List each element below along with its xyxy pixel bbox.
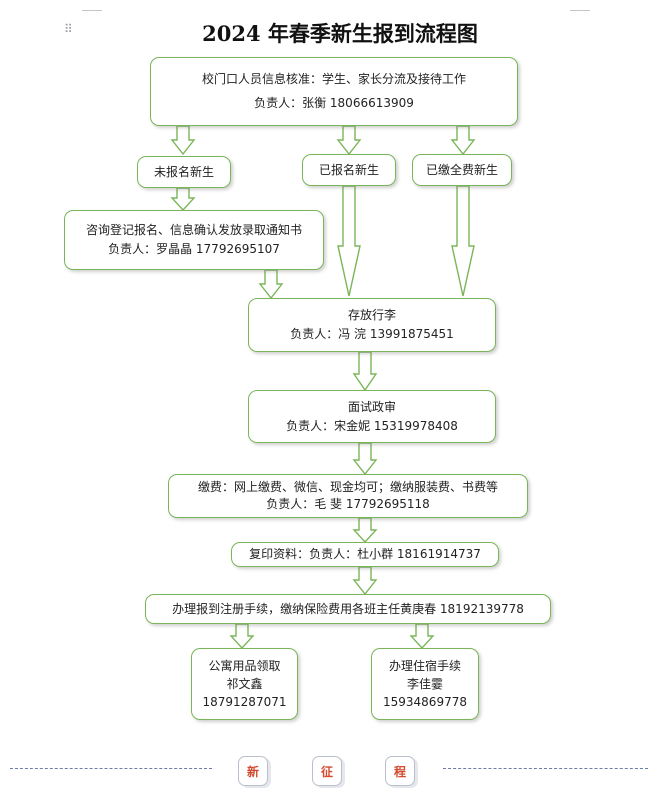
step-owner: 负责人：宋金妮 15319978408 bbox=[286, 418, 458, 433]
step-label: 已报名新生 bbox=[318, 162, 379, 177]
step-text: 办理住宿手续 bbox=[388, 659, 461, 673]
footer-badge: 程 bbox=[385, 756, 415, 786]
drag-handle-icon[interactable]: ⠿ bbox=[64, 22, 74, 36]
step-owner: 负责人：罗晶晶 17792695107 bbox=[108, 242, 280, 256]
step-owner: 祁文鑫 bbox=[226, 677, 263, 691]
step-phone: 18791287071 bbox=[202, 695, 287, 709]
arrow-down bbox=[336, 125, 362, 156]
step-text: 缴费：网上缴费、微信、现金均可；缴纳服装费、书费等 bbox=[197, 480, 498, 494]
step-text: 办理报到注册手续，缴纳保险费用各班主任黄庚春 18192139778 bbox=[172, 601, 524, 616]
arrow-down bbox=[450, 125, 476, 156]
step-fully-paid: 已缴全费新生 bbox=[412, 154, 512, 186]
arrow-down-long bbox=[451, 185, 475, 297]
arrow-down bbox=[352, 517, 378, 544]
step-dorm: 办理住宿手续 李佳霎 15934869778 bbox=[371, 648, 479, 720]
step-unregistered: 未报名新生 bbox=[137, 156, 231, 188]
step-text: 复印资料：负责人：杜小群 18161914737 bbox=[249, 547, 481, 561]
step-owner: 李佳霎 bbox=[406, 677, 443, 691]
step-text: 面试政审 bbox=[347, 399, 396, 414]
step-interview: 面试政审 负责人：宋金妮 15319978408 bbox=[248, 390, 496, 443]
step-copy: 复印资料：负责人：杜小群 18161914737 bbox=[231, 542, 499, 567]
step-text: 存放行李 bbox=[347, 308, 396, 322]
step-registered: 已报名新生 bbox=[302, 154, 396, 186]
step-supplies: 公寓用品领取 祁文鑫 18791287071 bbox=[191, 648, 298, 720]
step-consult: 咨询登记报名、信息确认发放录取通知书 负责人：罗晶晶 17792695107 bbox=[64, 210, 324, 270]
arrow-down bbox=[170, 125, 196, 156]
page-corner-mark bbox=[82, 10, 102, 21]
arrow-down bbox=[352, 566, 378, 596]
step-label: 未报名新生 bbox=[153, 164, 214, 179]
footer-divider bbox=[443, 768, 648, 769]
arrow-down bbox=[258, 269, 284, 300]
step-payment: 缴费：网上缴费、微信、现金均可；缴纳服装费、书费等 负责人：毛 斐 177926… bbox=[168, 474, 528, 518]
page-title: 2024 年春季新生报到流程图 bbox=[202, 21, 478, 46]
footer-badge: 征 bbox=[312, 756, 342, 786]
step-owner: 负责人：毛 斐 17792695118 bbox=[266, 497, 430, 511]
footer-divider bbox=[10, 768, 212, 769]
step-text: 校门口人员信息核准：学生、家长分流及接待工作 bbox=[201, 71, 466, 86]
arrow-down bbox=[229, 623, 255, 650]
arrow-down bbox=[170, 187, 196, 212]
step-owner: 负责人：冯 浣 13991875451 bbox=[290, 327, 454, 341]
step-registration: 办理报到注册手续，缴纳保险费用各班主任黄庚春 18192139778 bbox=[145, 594, 551, 624]
step-label: 已缴全费新生 bbox=[425, 162, 498, 177]
step-owner: 负责人：张衡 18066613909 bbox=[254, 96, 414, 111]
step-luggage: 存放行李 负责人：冯 浣 13991875451 bbox=[248, 298, 496, 352]
arrow-down bbox=[409, 623, 435, 650]
step-text: 咨询登记报名、信息确认发放录取通知书 bbox=[85, 223, 302, 237]
arrow-down bbox=[352, 351, 378, 392]
footer-badge: 新 bbox=[238, 756, 268, 786]
arrow-down bbox=[352, 442, 378, 476]
step-gate-check: 校门口人员信息核准：学生、家长分流及接待工作 负责人：张衡 1806661390… bbox=[150, 57, 518, 126]
step-text: 公寓用品领取 bbox=[208, 659, 281, 673]
arrow-down-long bbox=[337, 185, 361, 297]
step-phone: 15934869778 bbox=[383, 695, 467, 709]
page-corner-mark bbox=[570, 10, 590, 21]
